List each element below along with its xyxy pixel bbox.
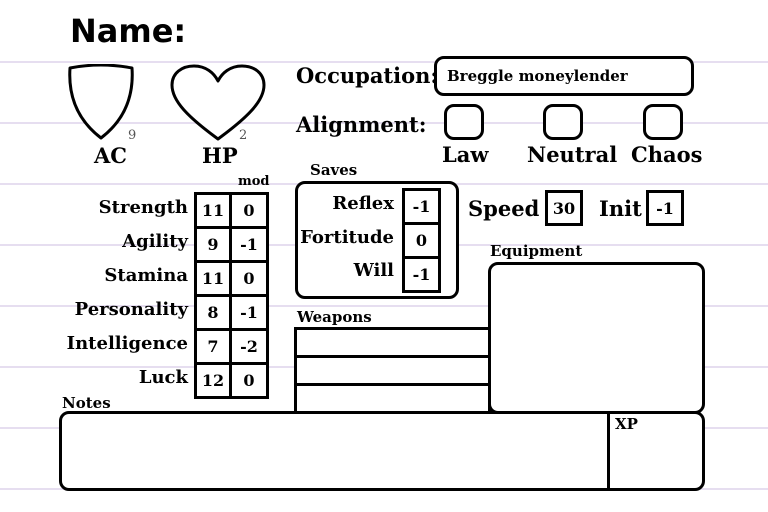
xp-divider: [607, 411, 610, 491]
ability-score-field[interactable]: 7: [194, 328, 232, 365]
weapon-row[interactable]: [294, 383, 491, 414]
notes-field[interactable]: [59, 411, 705, 491]
xp-field[interactable]: [610, 414, 702, 488]
occupation-label: Occupation:: [296, 63, 439, 88]
ability-name: Agility: [122, 231, 188, 252]
notes-label: Notes: [62, 394, 111, 412]
ability-name: Strength: [98, 197, 188, 218]
speed-field[interactable]: 30: [545, 190, 583, 226]
ability-mod-field[interactable]: 0: [229, 260, 269, 297]
ability-name: Luck: [138, 367, 188, 388]
ac-label: AC: [94, 143, 128, 168]
ability-mod-field[interactable]: 0: [229, 362, 269, 399]
occupation-field[interactable]: Breggle moneylender: [434, 56, 694, 96]
equipment-field[interactable]: [488, 262, 705, 414]
xp-label: XP: [615, 415, 638, 433]
ability-name: Personality: [74, 299, 188, 320]
ac-shield-icon[interactable]: [66, 63, 136, 142]
alignment-label: Alignment:: [296, 112, 427, 137]
init-field[interactable]: -1: [646, 190, 684, 226]
weapon-row[interactable]: [294, 355, 491, 386]
weapons-label: Weapons: [297, 308, 372, 326]
ability-score-field[interactable]: 12: [194, 362, 232, 399]
ability-score-field[interactable]: 11: [194, 260, 232, 297]
save-value-field[interactable]: -1: [402, 188, 441, 225]
alignment-law-label: Law: [442, 142, 489, 167]
occupation-value: Breggle moneylender: [447, 67, 628, 85]
ability-name: Intelligence: [66, 333, 188, 354]
ability-mod-field[interactable]: -1: [229, 226, 269, 263]
saves-label: Saves: [310, 161, 358, 179]
alignment-neutral-label: Neutral: [527, 142, 618, 167]
hp-value: 2: [239, 128, 248, 143]
save-name: Will: [353, 260, 394, 281]
ability-mod-field[interactable]: 0: [229, 192, 269, 229]
save-name: Fortitude: [300, 227, 394, 248]
ability-score-field[interactable]: 8: [194, 294, 232, 331]
ability-mod-field[interactable]: -2: [229, 328, 269, 365]
alignment-neutral-checkbox[interactable]: [543, 104, 583, 140]
save-value-field[interactable]: 0: [402, 222, 441, 259]
alignment-law-checkbox[interactable]: [444, 104, 484, 140]
ability-name: Stamina: [104, 265, 188, 286]
hp-label: HP: [202, 143, 238, 168]
alignment-chaos-checkbox[interactable]: [643, 104, 683, 140]
name-label: Name:: [70, 12, 187, 50]
hp-heart-icon[interactable]: [168, 63, 268, 143]
ac-value: 9: [128, 128, 137, 143]
equipment-label: Equipment: [490, 242, 583, 260]
speed-label: Speed: [468, 196, 540, 221]
mod-column-label: mod: [238, 174, 270, 189]
ability-mod-field[interactable]: -1: [229, 294, 269, 331]
save-value-field[interactable]: -1: [402, 256, 441, 293]
alignment-chaos-label: Chaos: [631, 142, 703, 167]
ability-score-field[interactable]: 11: [194, 192, 232, 229]
weapon-row[interactable]: [294, 327, 491, 358]
save-name: Reflex: [332, 193, 394, 214]
ability-score-field[interactable]: 9: [194, 226, 232, 263]
init-label: Init: [599, 196, 642, 221]
